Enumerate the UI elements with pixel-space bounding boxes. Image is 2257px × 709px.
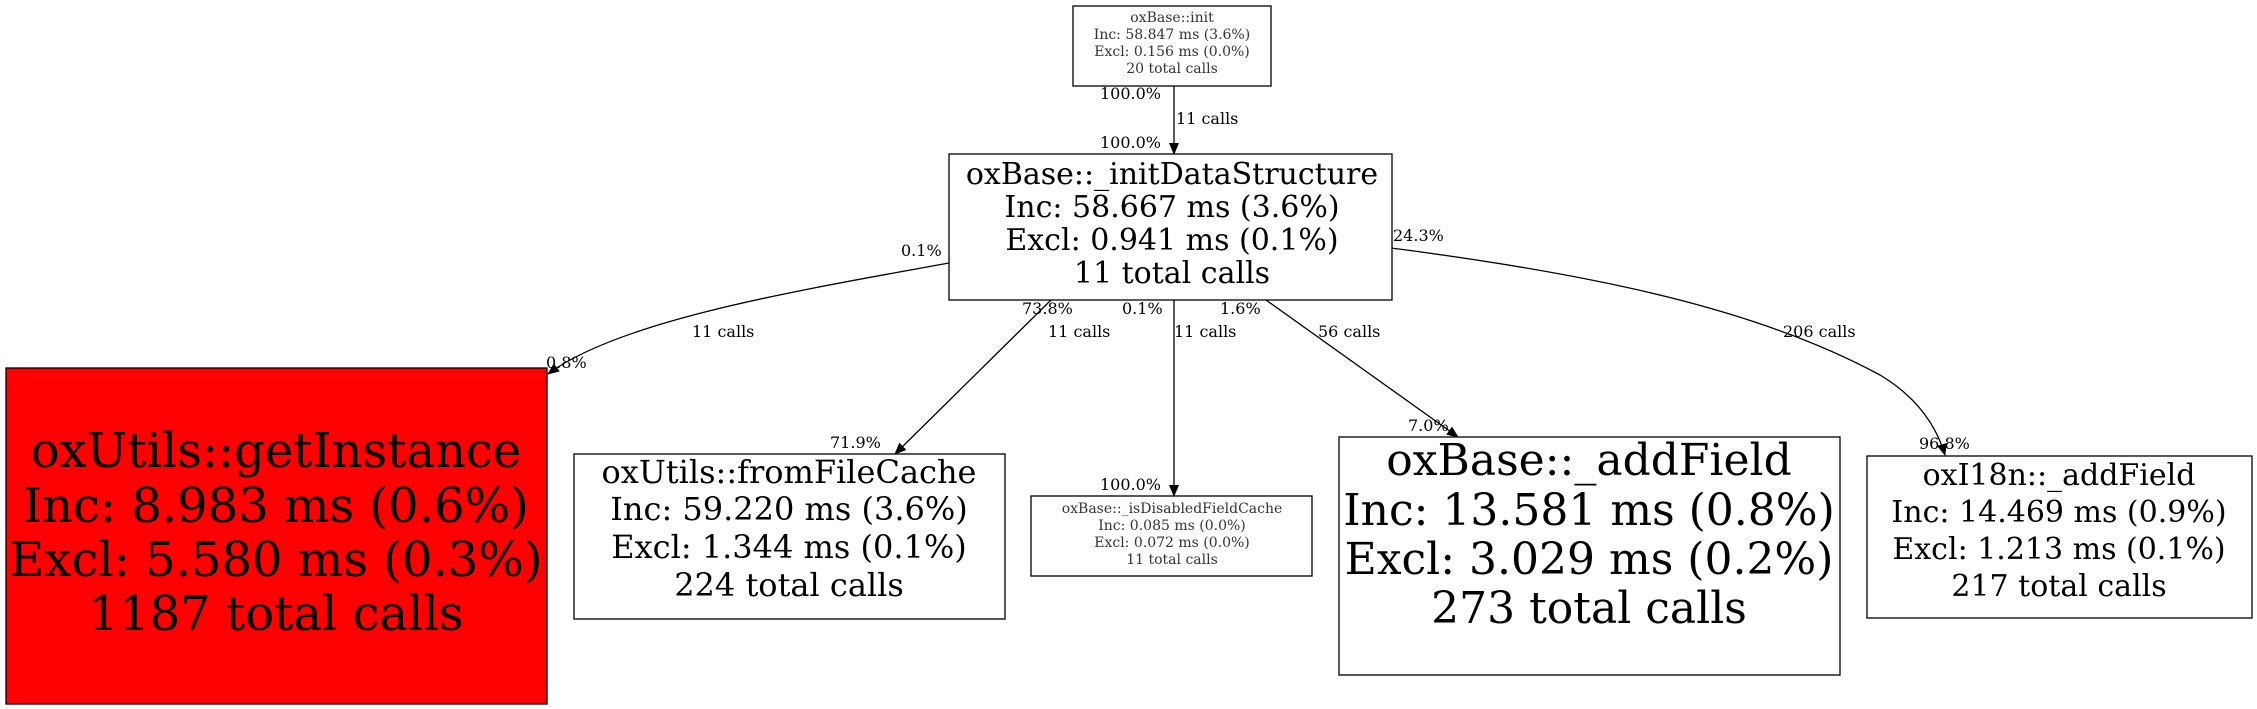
node-oxutils-fromfilecache[interactable]: oxUtils::fromFileCache Inc: 59.220 ms (3… — [573, 453, 1006, 620]
edge-head-percent: 100.0% — [1100, 133, 1161, 152]
edge-tail-percent: 24.3% — [1393, 226, 1444, 245]
node-oxi18n-addfield[interactable]: oxI18n::_addField Inc: 14.469 ms (0.9%) … — [1866, 455, 2253, 619]
edge-initdatastructure-to-isdisabledfieldcache: 0.1% 11 calls 100.0% — [1100, 299, 1236, 497]
edge-calls-label: 11 calls — [692, 322, 754, 341]
node-oxbase-addfield[interactable]: oxBase::_addField Inc: 13.581 ms (0.8%) … — [1338, 435, 1841, 676]
edge-calls-label: 11 calls — [1176, 109, 1238, 128]
edge-line — [547, 262, 950, 375]
node-inclusive: Inc: 14.469 ms (0.9%) — [1891, 495, 2226, 530]
node-title: oxBase::_addField — [1386, 435, 1792, 486]
node-inclusive: Inc: 8.983 ms (0.6%) — [23, 478, 529, 534]
node-total-calls: 273 total calls — [1431, 583, 1747, 634]
node-title: oxUtils::fromFileCache — [602, 453, 977, 491]
node-inclusive: Inc: 59.220 ms (3.6%) — [610, 490, 967, 528]
edge-calls-label: 206 calls — [1783, 322, 1856, 341]
edge-initdatastructure-to-i18n-addfield: 24.3% 206 calls 96.8% — [1390, 226, 1970, 456]
edge-line — [894, 299, 1052, 455]
node-box — [948, 153, 1393, 301]
edge-initdatastructure-to-fromfilecache: 73.8% 11 calls 71.9% — [830, 299, 1110, 455]
node-inclusive: Inc: 13.581 ms (0.8%) — [1343, 485, 1835, 536]
node-box — [1072, 5, 1272, 87]
node-exclusive: Excl: 3.029 ms (0.2%) — [1345, 534, 1834, 585]
node-inclusive: Inc: 58.667 ms (3.6%) — [1004, 190, 1339, 225]
node-oxutils-getinstance[interactable]: oxUtils::getInstance Inc: 8.983 ms (0.6%… — [5, 367, 548, 705]
node-inclusive: Inc: 58.847 ms (3.6%) — [1094, 27, 1250, 43]
node-inclusive: Inc: 0.085 ms (0.0%) — [1098, 518, 1246, 534]
edge-calls-label: 56 calls — [1318, 322, 1380, 341]
edge-tail-percent: 0.1% — [901, 241, 942, 260]
edge-line — [1390, 247, 1947, 456]
edge-tail-percent: 1.6% — [1220, 299, 1261, 318]
node-title: oxBase::init — [1130, 10, 1214, 26]
node-oxbase-init[interactable]: oxBase::init Inc: 58.847 ms (3.6%) Excl:… — [1072, 5, 1272, 87]
node-box — [573, 453, 1006, 620]
node-exclusive: Excl: 0.941 ms (0.1%) — [1005, 223, 1338, 258]
node-total-calls: 11 total calls — [1126, 552, 1218, 568]
node-box — [1030, 495, 1313, 577]
node-total-calls: 224 total calls — [674, 566, 904, 604]
node-total-calls: 11 total calls — [1074, 256, 1270, 291]
edge-initdatastructure-to-addfield: 1.6% 56 calls 7.0% — [1220, 299, 1459, 438]
node-title: oxBase::_initDataStructure — [966, 157, 1378, 192]
node-total-calls: 1187 total calls — [89, 586, 464, 642]
node-title: oxBase::_isDisabledFieldCache — [1062, 501, 1283, 517]
edge-head-percent: 71.9% — [830, 433, 881, 452]
edge-head-percent: 100.0% — [1100, 475, 1161, 494]
node-box — [1338, 436, 1841, 676]
node-exclusive: Excl: 1.344 ms (0.1%) — [611, 528, 967, 566]
node-oxbase-initdatastructure[interactable]: oxBase::_initDataStructure Inc: 58.667 m… — [948, 153, 1393, 301]
node-exclusive: Excl: 0.072 ms (0.0%) — [1094, 535, 1250, 551]
edge-tail-percent: 0.1% — [1122, 299, 1163, 318]
node-exclusive: Excl: 5.580 ms (0.3%) — [9, 532, 542, 588]
node-exclusive: Excl: 0.156 ms (0.0%) — [1094, 44, 1250, 60]
node-box — [5, 367, 548, 705]
edge-line — [1265, 299, 1459, 438]
edge-head-percent: 7.0% — [1408, 416, 1449, 435]
edge-calls-label: 11 calls — [1174, 322, 1236, 341]
node-title: oxI18n::_addField — [1923, 458, 2196, 493]
node-box — [1866, 455, 2253, 619]
node-oxbase-isdisabledfieldcache[interactable]: oxBase::_isDisabledFieldCache Inc: 0.085… — [1030, 495, 1313, 577]
edge-init-to-initdatastructure: 100.0% 11 calls 100.0% — [1100, 84, 1238, 155]
edge-tail-percent: 73.8% — [1022, 299, 1073, 318]
node-exclusive: Excl: 1.213 ms (0.1%) — [1892, 532, 2225, 567]
edge-head-percent: 0.8% — [546, 353, 587, 372]
edge-head-percent: 96.8% — [1919, 434, 1970, 453]
node-total-calls: 20 total calls — [1126, 61, 1218, 77]
edge-calls-label: 11 calls — [1048, 322, 1110, 341]
edge-tail-percent: 100.0% — [1100, 84, 1161, 103]
edge-initdatastructure-to-getinstance: 0.1% 11 calls 0.8% — [546, 241, 950, 375]
node-total-calls: 217 total calls — [1951, 569, 2166, 604]
node-title: oxUtils::getInstance — [31, 423, 521, 479]
